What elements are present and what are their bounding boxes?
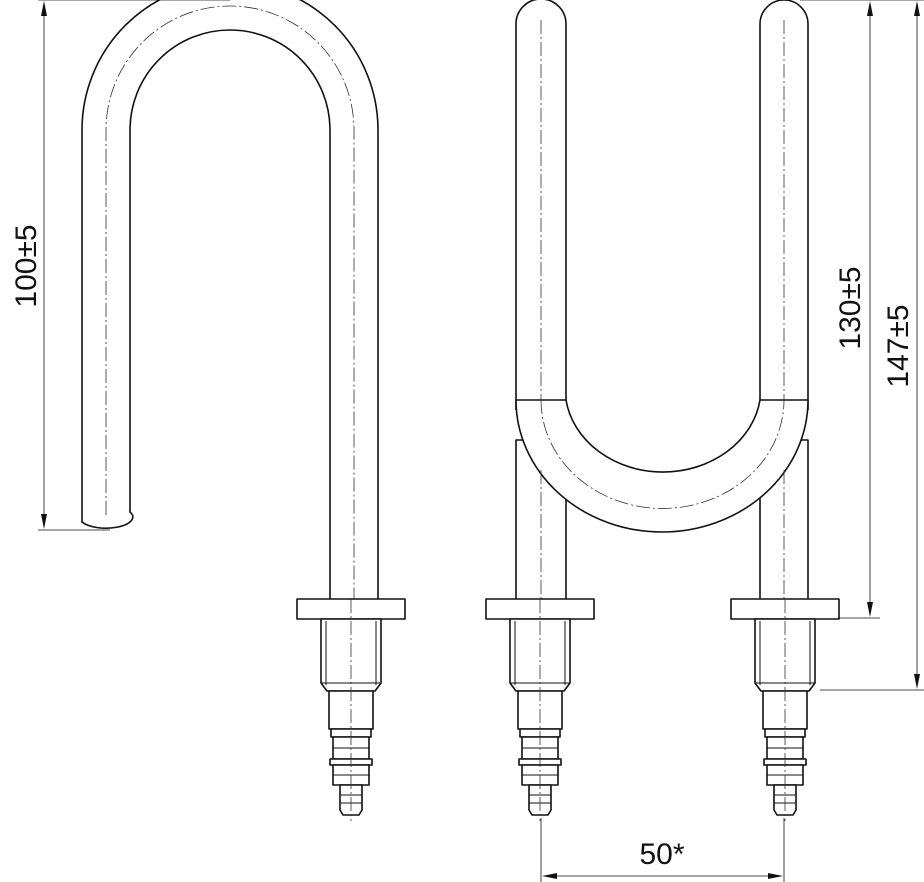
left-heating-tube [81, 0, 379, 601]
dimension-height-total: 147±5 [820, 0, 924, 691]
middle-terminal [485, 598, 595, 822]
right-terminal [730, 598, 840, 822]
dimension-label-50: 50* [639, 838, 684, 871]
dimension-spacing: 50* [540, 818, 785, 882]
dimension-label-147: 147±5 [882, 304, 915, 387]
dimension-label-100: 100±5 [10, 224, 43, 307]
left-terminal [296, 598, 406, 822]
dimension-height-middle: 130±5 [800, 0, 880, 619]
dimension-height-left: 100±5 [10, 0, 230, 531]
right-heating-tube [515, 0, 809, 604]
dimension-label-130: 130±5 [834, 266, 867, 349]
